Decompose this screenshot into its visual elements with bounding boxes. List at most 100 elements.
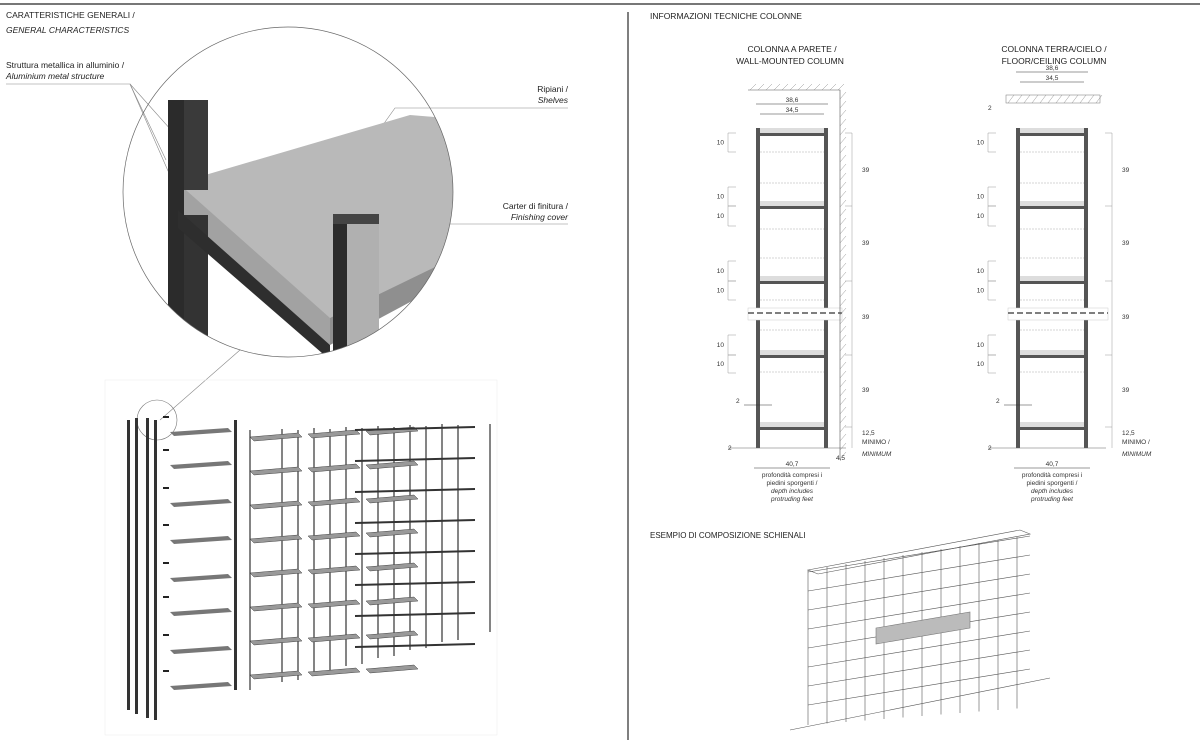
dim-depth: 40,7 — [786, 461, 799, 468]
unit-shelf — [249, 636, 303, 646]
depth-note: profondità compresi i — [1022, 472, 1082, 479]
shelf — [760, 133, 824, 136]
column-1-title-en: WALL-MOUNTED COLUMN — [736, 56, 844, 66]
ceiling-hatch — [1015, 94, 1023, 104]
shelf — [760, 281, 824, 284]
dim-spacing: 10 — [717, 140, 725, 147]
dim-foot: 2 — [728, 445, 732, 452]
spacing-bracket — [727, 260, 736, 282]
wall-hatch — [839, 181, 847, 190]
unit-shelf — [307, 531, 361, 541]
wall-hatch — [839, 118, 847, 127]
dim-post: 2 — [996, 398, 1000, 405]
ceiling-hatch — [1079, 94, 1087, 104]
unit-shelf-edge — [354, 581, 476, 586]
wall-hatch — [837, 83, 845, 91]
dim-spacing: 10 — [977, 288, 985, 295]
spacing-bracket — [987, 260, 996, 282]
dim-spacing: 10 — [977, 342, 985, 349]
shelf — [1020, 206, 1084, 209]
unit-shelf — [307, 429, 361, 439]
dim-pitch: 39 — [1122, 240, 1130, 247]
depth-note: protruding feet — [770, 496, 814, 503]
spacing-bracket — [987, 280, 996, 301]
ceiling-hatch — [1055, 94, 1063, 104]
ceiling-hatch — [1023, 94, 1031, 104]
wall-hatch — [789, 83, 797, 91]
unit-shelf — [249, 500, 303, 510]
shelf — [760, 206, 824, 209]
dim-spacing: 10 — [977, 194, 985, 201]
shelf-top — [760, 128, 824, 133]
shelf — [1020, 281, 1084, 284]
spacing-bracket — [987, 354, 996, 374]
unit-shelf-edge — [354, 426, 476, 431]
composition-title: ESEMPIO DI COMPOSIZIONE SCHIENALI — [650, 531, 806, 540]
dim-top-gap: 2 — [988, 105, 992, 112]
dim-pitch: 39 — [1122, 314, 1130, 321]
comp-shelf — [807, 554, 1031, 592]
comp-shelf — [807, 668, 1031, 706]
shelf-top — [1020, 128, 1084, 133]
shelf — [760, 355, 824, 358]
unit-shelf — [307, 497, 361, 507]
ceiling-hatch — [1007, 94, 1015, 104]
floor-line — [789, 677, 1051, 731]
wall-hatch — [839, 91, 847, 100]
spacing-bracket — [987, 334, 996, 356]
wall-hatch — [839, 343, 847, 352]
wall-hatch — [839, 208, 847, 217]
shelf-bracket — [163, 487, 169, 489]
column-2-title-it: COLONNA TERRA/CIELO / — [1001, 44, 1107, 54]
callout-cover-it: Carter di finitura / — [502, 201, 568, 211]
wall-hatch — [839, 235, 847, 244]
wall-hatch — [839, 388, 847, 397]
shelf-bracket — [163, 449, 169, 451]
detail-magnifier — [122, 26, 454, 358]
wall-hatch — [839, 136, 847, 145]
dim-depth: 40,7 — [1046, 461, 1059, 468]
spacing-bracket — [727, 280, 736, 301]
wall-hatch — [839, 424, 847, 433]
wall-hatch — [839, 433, 847, 442]
wall-hatch — [839, 352, 847, 361]
depth-note: piedini sporgenti / — [767, 480, 818, 487]
dim-pitch: 39 — [1122, 167, 1130, 174]
comp-shelf — [807, 592, 1031, 630]
wall-hatch — [839, 253, 847, 262]
spacing-bracket — [727, 186, 736, 207]
shelf — [1020, 355, 1084, 358]
dim-pitch: 39 — [862, 314, 870, 321]
ceiling — [1005, 94, 1101, 104]
wall-hatch — [839, 307, 847, 316]
wall-hatch — [839, 100, 847, 109]
wall-hatch — [765, 83, 773, 91]
unit-shelf — [365, 494, 419, 504]
dim-spacing: 10 — [977, 213, 985, 220]
wall-hatch — [757, 83, 765, 91]
column-1-title-it: COLONNA A PARETE / — [747, 44, 837, 54]
unit-shelf-edge — [354, 488, 476, 493]
wall-hatch — [839, 415, 847, 424]
shelf-bracket — [163, 416, 169, 418]
dim-outer-width: 38,6 — [786, 97, 799, 104]
depth-note: protruding feet — [1030, 496, 1074, 503]
column-post — [824, 128, 828, 448]
depth-note: piedini sporgenti / — [1027, 480, 1078, 487]
wall-hatch — [839, 397, 847, 406]
exploded-view-illustration — [104, 379, 498, 736]
wall-hatch — [805, 83, 813, 91]
shelf — [1020, 427, 1084, 430]
loose-shelf — [170, 646, 232, 654]
column-post — [756, 128, 760, 448]
column-drawing-2: 38,634,52101010101010103939393912,5MINIM… — [977, 65, 1152, 503]
wall-hatch — [839, 442, 847, 451]
ceiling-hatch — [1071, 94, 1079, 104]
dim-spacing: 10 — [717, 288, 725, 295]
callout-structure-en: Aluminium metal structure — [6, 71, 105, 81]
callout-shelves-en: Shelves — [537, 95, 568, 105]
shelf-bracket — [163, 524, 169, 526]
break-band — [747, 307, 843, 321]
shelf-top — [760, 350, 824, 355]
wall-hatch — [773, 83, 781, 91]
